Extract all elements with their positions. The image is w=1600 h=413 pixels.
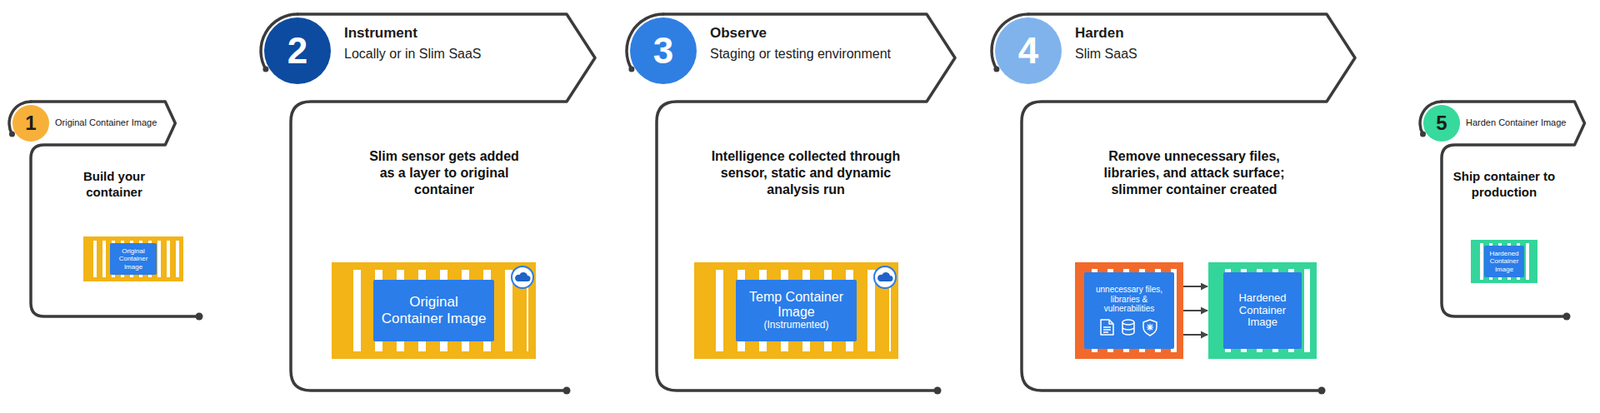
container-label: (Instrumented) <box>763 320 829 332</box>
card-body: Slim sensor gets added as a layer to ori… <box>365 148 524 199</box>
step-badge: 1 <box>12 105 50 142</box>
virus-mark <box>1146 324 1154 331</box>
container-box: Original Container Image <box>331 262 536 360</box>
sensor-ring <box>874 266 896 289</box>
card-subheading: Staging or testing environment <box>710 45 891 63</box>
step-card: Harden Container ImageShip container to … <box>1413 96 1599 330</box>
tab-heading: Original Container Image <box>55 117 157 130</box>
shield-icon <box>1143 320 1157 336</box>
container-label: Original Container Image <box>380 294 488 327</box>
end-dot <box>1318 387 1326 395</box>
card-outline <box>656 14 955 391</box>
container-label: Hardened Container Image <box>1486 250 1522 274</box>
container-box: unnecessary files, libraries & vulnerabi… <box>1075 262 1184 360</box>
card-heading: Harden <box>1075 24 1125 42</box>
card-outline <box>1021 14 1355 391</box>
sensor-icon <box>510 265 535 290</box>
sensor-ring <box>511 266 534 289</box>
card-outline <box>1441 101 1585 317</box>
container-image-panel: Original Container Image <box>110 243 157 275</box>
card-body: Remove unnecessary files, libraries, and… <box>1088 148 1301 199</box>
flow-arrow <box>1183 285 1208 288</box>
card-outline <box>290 14 595 391</box>
container-image-panel: Original Container Image <box>373 280 495 342</box>
step-badge: 2 <box>264 17 331 85</box>
card-heading: Instrument <box>344 24 418 42</box>
end-dot <box>1563 313 1571 321</box>
container-box: Temp Container Image(Instrumented) <box>694 262 899 360</box>
step-number: 2 <box>287 32 308 70</box>
end-dot <box>934 387 942 395</box>
step-card: InstrumentLocally or in Slim SaaS Slim se… <box>246 6 610 402</box>
step-badge: 4 <box>995 17 1062 85</box>
flow-arrow <box>1183 334 1208 336</box>
step-card: ObserveStaging or testing environmentInt… <box>613 6 975 402</box>
flow-arrow <box>1183 310 1208 312</box>
step-number: 5 <box>1435 113 1447 134</box>
container-label: Temp Container Image <box>742 290 850 321</box>
step-card: HardenSlim SaaS Remove unnecessary files,… <box>981 6 1365 402</box>
card-body: Intelligence collected through sensor, s… <box>700 148 913 199</box>
step-number: 1 <box>25 113 36 134</box>
card-subheading: Locally or in Slim SaaS <box>344 45 482 63</box>
container-label: Original Container Image <box>112 247 155 271</box>
container-label: unnecessary files, libraries & vulnerabi… <box>1087 285 1171 315</box>
step-number: 3 <box>653 32 674 70</box>
step-badge: 5 <box>1423 105 1460 142</box>
container-image-panel: Hardened Container Image <box>1484 245 1525 278</box>
vulnerability-icons <box>1096 318 1162 337</box>
sensor-icon <box>872 265 898 290</box>
container-image-panel: Hardened Container Image <box>1223 272 1302 350</box>
database-top <box>1122 320 1135 325</box>
step-number: 4 <box>1018 32 1039 70</box>
file-icon <box>1100 320 1114 335</box>
sensor-cloud <box>877 272 893 282</box>
step-badge: 3 <box>630 17 697 85</box>
container-box: Hardened Container Image <box>1470 240 1538 284</box>
card-outline <box>30 101 200 317</box>
container-box: Hardened Container Image <box>1208 262 1317 360</box>
end-dot <box>563 387 571 395</box>
sensor-cloud <box>515 272 530 282</box>
card-heading: Observe <box>710 24 767 42</box>
card-body: Ship container to production <box>1449 169 1560 201</box>
container-label: Hardened Container Image <box>1227 292 1298 330</box>
card-body: Build your container <box>59 169 170 201</box>
container-image-panel: Temp Container Image(Instrumented) <box>735 280 857 342</box>
card-subheading: Slim SaaS <box>1075 45 1138 63</box>
tab-heading: Harden Container Image <box>1465 117 1566 130</box>
container-box: Original Container Image <box>83 236 184 282</box>
step-card: Original Container ImageBuild your conta… <box>5 96 232 330</box>
end-dot <box>195 313 204 321</box>
container-image-panel: unnecessary files, libraries & vulnerabi… <box>1084 272 1175 350</box>
